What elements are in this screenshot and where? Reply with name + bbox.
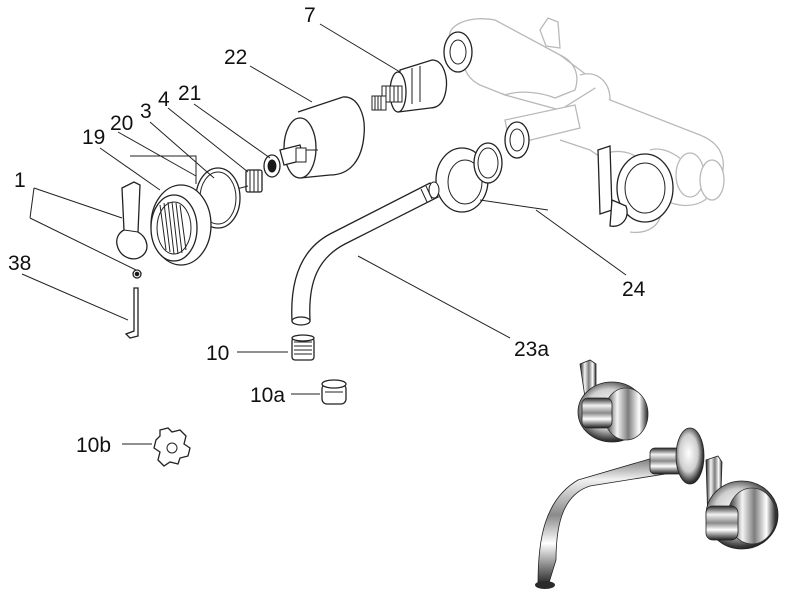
part-21-spindle (279, 144, 307, 166)
label-7: 7 (304, 4, 316, 27)
label-38: 38 (8, 252, 31, 275)
part-7-cartridge (371, 59, 448, 113)
part-24-flange (435, 142, 503, 213)
part-4-nut (263, 154, 281, 178)
callout-labels: 1 38 19 20 3 4 21 22 7 24 23a 10 10a 10b (8, 4, 646, 457)
leader-lines (21, 23, 627, 445)
part-38-hex-key (124, 287, 139, 339)
part-23a-spout (291, 181, 440, 326)
label-10: 10 (206, 342, 229, 365)
part-1-lever-handle (116, 181, 148, 279)
label-3: 3 (140, 100, 152, 123)
label-19: 19 (82, 126, 105, 149)
label-22: 22 (224, 46, 247, 69)
label-20: 20 (110, 112, 133, 135)
label-10a: 10a (250, 384, 285, 407)
part-22-sleeve (283, 96, 365, 179)
label-23a: 23a (514, 338, 549, 361)
product-photo (535, 359, 779, 589)
part-10a-aerator-cap (321, 379, 347, 405)
part-19-escutcheon (150, 184, 212, 266)
label-1: 1 (14, 169, 26, 192)
label-21: 21 (178, 82, 201, 105)
label-4: 4 (158, 88, 170, 111)
mixer-body-outline (443, 17, 725, 234)
part-10b-aerator-key (153, 427, 191, 467)
label-10b: 10b (76, 434, 111, 457)
part-10-aerator (291, 334, 315, 361)
label-24: 24 (622, 278, 646, 301)
